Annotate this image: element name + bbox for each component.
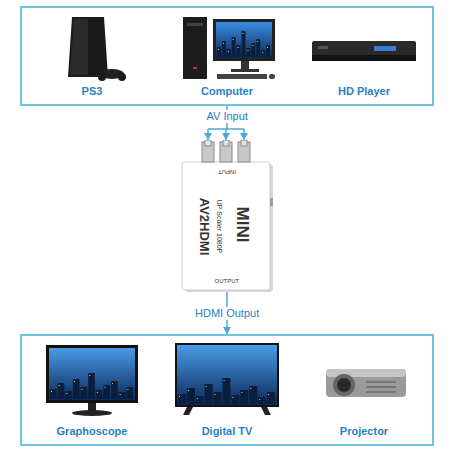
device-illustration	[304, 11, 424, 83]
device-illustration	[32, 11, 152, 83]
computer-device: Computer	[167, 11, 287, 103]
port-label: INPUT	[218, 169, 236, 175]
brand-text: MINI	[234, 206, 251, 242]
converter-box: MINI AV2HDMI UP Scaler 1080P INPUT OUTPUT	[181, 140, 273, 292]
device-label: Graphoscope	[32, 425, 152, 437]
device-illustration	[167, 339, 287, 423]
hd-player: HD Player	[304, 11, 424, 103]
model-text: AV2HDMI	[198, 197, 211, 255]
game-console: PS3	[32, 11, 152, 103]
device-label: PS3	[32, 85, 152, 97]
device-label: Digital TV	[167, 425, 287, 437]
device-illustration	[32, 339, 152, 423]
device-label: Projector	[304, 425, 424, 437]
port-label: OUTPUT	[215, 278, 240, 284]
display-panel: Graphoscope Digital TV Projector	[20, 334, 434, 446]
device-label: Computer	[167, 85, 287, 97]
connector-label: AV Input	[204, 110, 251, 123]
connector-label: HDMI Output	[192, 307, 262, 320]
source-panel: PS3 Computer HD Player	[20, 6, 434, 106]
device-label: HD Player	[304, 85, 424, 97]
device-illustration	[167, 11, 287, 83]
monitor-device: Graphoscope	[32, 339, 152, 443]
device-illustration	[304, 339, 424, 423]
device-illustration	[181, 140, 273, 292]
tv-device: Digital TV	[167, 339, 287, 443]
projector-device: Projector	[304, 339, 424, 443]
spec-text: UP Scaler 1080P	[216, 199, 223, 253]
